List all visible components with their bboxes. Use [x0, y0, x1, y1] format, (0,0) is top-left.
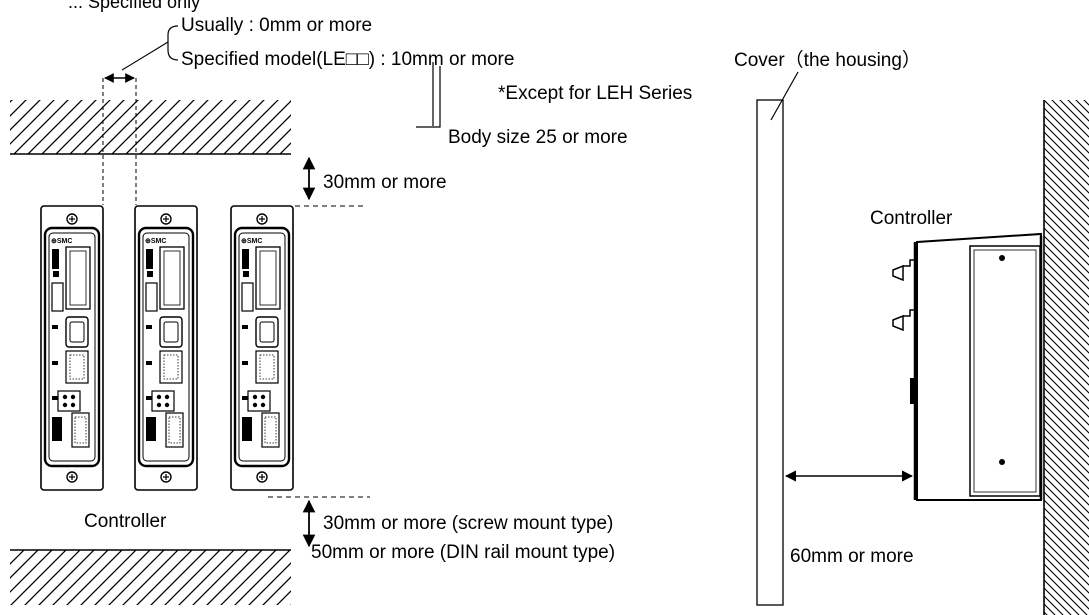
bottom-clearance-screw-label: 30mm or more (screw mount type): [323, 513, 613, 534]
spacing-specified-label: Specified model(LE□□) : 10mm or more: [181, 49, 514, 70]
body-size-label: Body size 25 or more: [448, 127, 628, 148]
top-wall-hatch: [10, 100, 291, 154]
bottom-wall-hatch: [10, 550, 291, 605]
spacing-brace: [167, 25, 179, 61]
cover-panel: [756, 99, 784, 606]
spacing-usually-label: Usually : 0mm or more: [181, 15, 372, 36]
controller-side-body: [892, 232, 1043, 501]
except-note: *Except for LEH Series: [498, 83, 692, 104]
cover-label: Cover（the housing）: [734, 49, 921, 71]
cover-leader: [770, 71, 799, 121]
controller-label-front: Controller: [84, 511, 167, 532]
front-view: ... Specified only Usually : 0mm or more…: [10, 0, 692, 605]
controller-label-side: Controller: [870, 208, 953, 229]
controller-unit-3: [229, 204, 295, 492]
controller-unit-1: [39, 204, 105, 492]
mounting-wall-hatch: [1044, 100, 1089, 615]
bottom-clearance-din-label: 50mm or more (DIN rail mount type): [311, 542, 615, 563]
cut-header-text: ... Specified only: [68, 0, 200, 12]
top-clearance-label: 30mm or more: [323, 172, 447, 193]
controller-unit-2: [133, 204, 199, 492]
side-view: Cover（the housing） Controller 60mm or mo…: [734, 49, 1089, 615]
body-size-leader: [416, 66, 441, 128]
side-distance-label: 60mm or more: [790, 546, 914, 567]
